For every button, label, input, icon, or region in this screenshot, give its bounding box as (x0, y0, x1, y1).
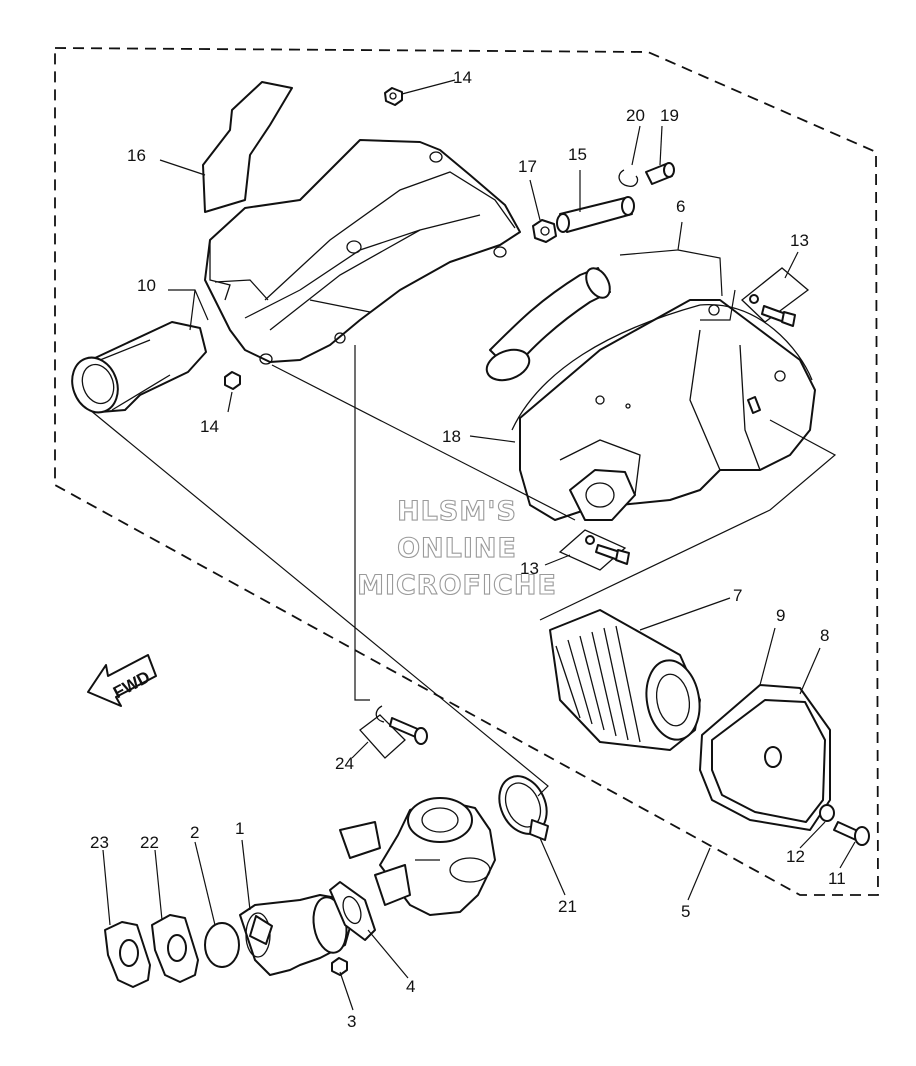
watermark: HLSM'S ONLINE MICROFICHE (357, 495, 557, 601)
part-13-bolt-upper (741, 267, 810, 327)
callout-24: 24 (335, 754, 354, 773)
callout-7: 7 (733, 586, 742, 605)
part-20-clip (618, 169, 639, 187)
watermark-line-1: HLSM'S (397, 496, 517, 527)
watermark-line-3: MICROFICHE (357, 570, 557, 601)
part-10-intake-duct (71, 321, 207, 414)
part-7-air-filter (549, 609, 701, 751)
callout-1: 1 (235, 819, 244, 838)
watermark-line-2: ONLINE (397, 533, 517, 564)
part-14-nut-left (224, 371, 241, 390)
part-12-washer (819, 804, 835, 822)
part-14-nut-top (384, 87, 403, 106)
part-3-nut (331, 957, 348, 976)
callout-14-top: 14 (453, 68, 472, 87)
callout-23: 23 (90, 833, 109, 852)
carburetor (339, 797, 496, 916)
callout-4: 4 (406, 977, 415, 996)
part-4-insulator (329, 881, 376, 941)
assembly-boundary (54, 47, 879, 896)
part-22-gasket (151, 914, 199, 983)
callout-16: 16 (127, 146, 146, 165)
callout-12: 12 (786, 847, 805, 866)
leader-lines (102, 79, 856, 1011)
callout-17: 17 (518, 157, 537, 176)
callout-9: 9 (776, 606, 785, 625)
callout-13-lower: 13 (520, 559, 539, 578)
callout-2: 2 (190, 823, 199, 842)
part-6-case-cover (519, 299, 816, 521)
callout-11: 11 (828, 869, 846, 888)
callout-3: 3 (347, 1012, 356, 1031)
part-17-clamp (532, 219, 557, 243)
part-16-cover-plate (202, 81, 293, 213)
callout-21: 21 (558, 897, 577, 916)
callouts: 14 16 10 14 17 15 20 19 6 13 18 13 7 9 8… (90, 68, 846, 1031)
fwd-arrow: FWD (87, 654, 157, 707)
callout-22: 22 (140, 833, 159, 852)
callout-14-left: 14 (200, 417, 219, 436)
callout-6: 6 (676, 197, 685, 216)
callout-10: 10 (137, 276, 156, 295)
guide-lines (89, 289, 837, 797)
part-2-o-ring (204, 922, 240, 968)
part-8-cover (711, 699, 826, 823)
part-24-bolt (359, 705, 428, 759)
intake-elbow-lower (569, 469, 636, 521)
callout-8: 8 (820, 626, 829, 645)
part-15-hose (556, 196, 635, 233)
callout-13-upper: 13 (790, 231, 809, 250)
part-13-bolt-lower (558, 529, 630, 571)
part-21-clamp (498, 775, 549, 841)
part-23-gasket (104, 921, 151, 988)
callout-18: 18 (442, 427, 461, 446)
part-19-plug (645, 162, 675, 185)
callout-5: 5 (681, 902, 690, 921)
air-box-case (204, 139, 521, 365)
callout-20: 20 (626, 106, 645, 125)
callout-19: 19 (660, 106, 679, 125)
part-18-seal (511, 304, 813, 431)
callout-15: 15 (568, 145, 587, 164)
part-11-screw (833, 821, 870, 846)
part-6-breather-tube (485, 267, 611, 382)
